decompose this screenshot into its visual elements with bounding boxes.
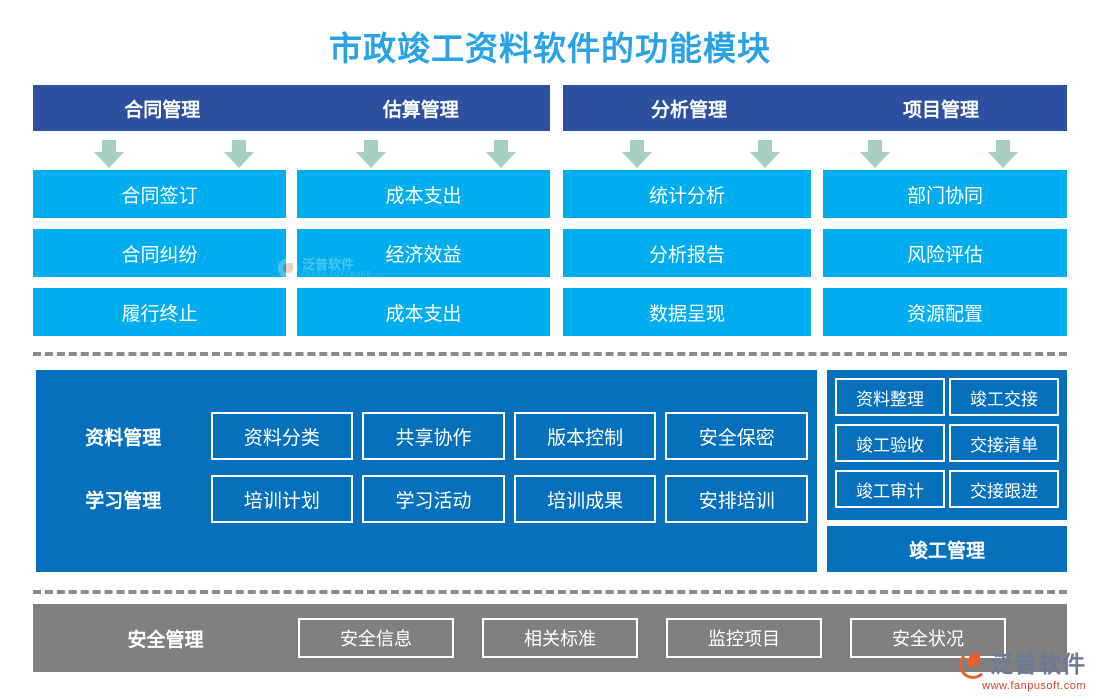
cell-security-confidentiality[interactable]: 安全保密 (665, 412, 809, 460)
row-label-learning-management: 学习管理 (85, 490, 162, 512)
header-contract-management[interactable]: 合同管理 (124, 99, 201, 121)
header-bar-group-2: 分析管理 项目管理 (563, 85, 1067, 131)
down-arrow-icon-8 (988, 140, 1018, 168)
feature-box-department-collaboration[interactable]: 部门协同 (823, 170, 1067, 218)
feature-box-contract-dispute[interactable]: 合同纠纷 (33, 229, 286, 277)
cell-training-plan[interactable]: 培训计划 (210, 475, 354, 523)
down-arrow-icon-7 (860, 140, 890, 168)
cell-handover-followup[interactable]: 交接跟进 (949, 470, 1059, 508)
cell-arrange-training[interactable]: 安排培训 (665, 475, 809, 523)
down-arrow-icon-2 (224, 140, 254, 168)
cell-monitoring-project[interactable]: 监控项目 (666, 618, 822, 658)
panel-data-and-learning: 资料管理 资料分类 共享协作 版本控制 安全保密 学习管理 培训计划 学习活动 … (36, 370, 817, 572)
feature-box-cost-expenditure-1[interactable]: 成本支出 (297, 170, 550, 218)
feature-box-resource-allocation[interactable]: 资源配置 (823, 288, 1067, 336)
row-label-data-management: 资料管理 (85, 427, 162, 449)
down-arrow-icon-1 (94, 140, 124, 168)
brand-logo-row: 泛普软件 (959, 645, 1086, 679)
header-estimate-management[interactable]: 估算管理 (382, 99, 459, 121)
page-title: 市政竣工资料软件的功能模块 (329, 30, 771, 67)
cell-completion-audit[interactable]: 竣工审计 (835, 470, 945, 508)
cell-data-classification[interactable]: 资料分类 (210, 412, 354, 460)
row-data-management: 资料管理 资料分类 共享协作 版本控制 安全保密 (36, 412, 817, 460)
panel-completion-management: 资料整理 竣工验收 竣工审计 竣工交接 交接清单 交接跟进 (827, 370, 1067, 520)
brand-name: 泛普软件 (990, 651, 1086, 677)
feature-box-statistical-analysis[interactable]: 统计分析 (563, 170, 811, 218)
dashed-separator-bottom (33, 590, 1067, 594)
cell-learning-activity[interactable]: 学习活动 (362, 475, 505, 523)
cell-related-standards[interactable]: 相关标准 (482, 618, 638, 658)
cell-data-organization[interactable]: 资料整理 (835, 378, 945, 416)
panel-safety-management: 安全管理 安全信息 相关标准 监控项目 安全状况 (33, 604, 1067, 672)
header-project-management[interactable]: 项目管理 (902, 99, 979, 121)
dashed-separator-top (33, 352, 1067, 356)
panel-footer-completion-management[interactable]: 竣工管理 (827, 526, 1067, 572)
fanpu-logo-icon (959, 649, 987, 679)
row-learning-management: 学习管理 培训计划 学习活动 培训成果 安排培训 (36, 475, 817, 523)
header-bar-group-1: 合同管理 估算管理 (33, 85, 550, 131)
label-safety-management: 安全管理 (127, 629, 204, 651)
feature-box-analysis-report[interactable]: 分析报告 (563, 229, 811, 277)
cell-completion-acceptance[interactable]: 竣工验收 (835, 424, 945, 462)
feature-box-risk-assessment[interactable]: 风险评估 (823, 229, 1067, 277)
completion-column-1: 资料整理 竣工验收 竣工审计 (835, 378, 945, 516)
down-arrow-icon-6 (750, 140, 780, 168)
cell-training-results[interactable]: 培训成果 (513, 475, 657, 523)
brand-logo: 泛普软件 www.fanpusoft.com (959, 645, 1086, 692)
cell-share-collaboration[interactable]: 共享协作 (362, 412, 505, 460)
down-arrow-icon-5 (622, 140, 652, 168)
cell-completion-handover[interactable]: 竣工交接 (949, 378, 1059, 416)
brand-url: www.fanpusoft.com (982, 680, 1086, 692)
header-analysis-management[interactable]: 分析管理 (650, 99, 727, 121)
cell-safety-status[interactable]: 安全状况 (850, 618, 1006, 658)
feature-box-data-presentation[interactable]: 数据呈现 (563, 288, 811, 336)
feature-box-economic-benefit[interactable]: 经济效益 (297, 229, 550, 277)
feature-box-cost-expenditure-2[interactable]: 成本支出 (297, 288, 550, 336)
down-arrow-icon-3 (356, 140, 386, 168)
cell-handover-checklist[interactable]: 交接清单 (949, 424, 1059, 462)
feature-box-contract-termination[interactable]: 履行终止 (33, 288, 286, 336)
completion-column-2: 竣工交接 交接清单 交接跟进 (949, 378, 1059, 516)
cell-version-control[interactable]: 版本控制 (513, 412, 657, 460)
feature-box-contract-signing[interactable]: 合同签订 (33, 170, 286, 218)
down-arrow-icon-4 (486, 140, 516, 168)
cell-safety-information[interactable]: 安全信息 (298, 618, 454, 658)
